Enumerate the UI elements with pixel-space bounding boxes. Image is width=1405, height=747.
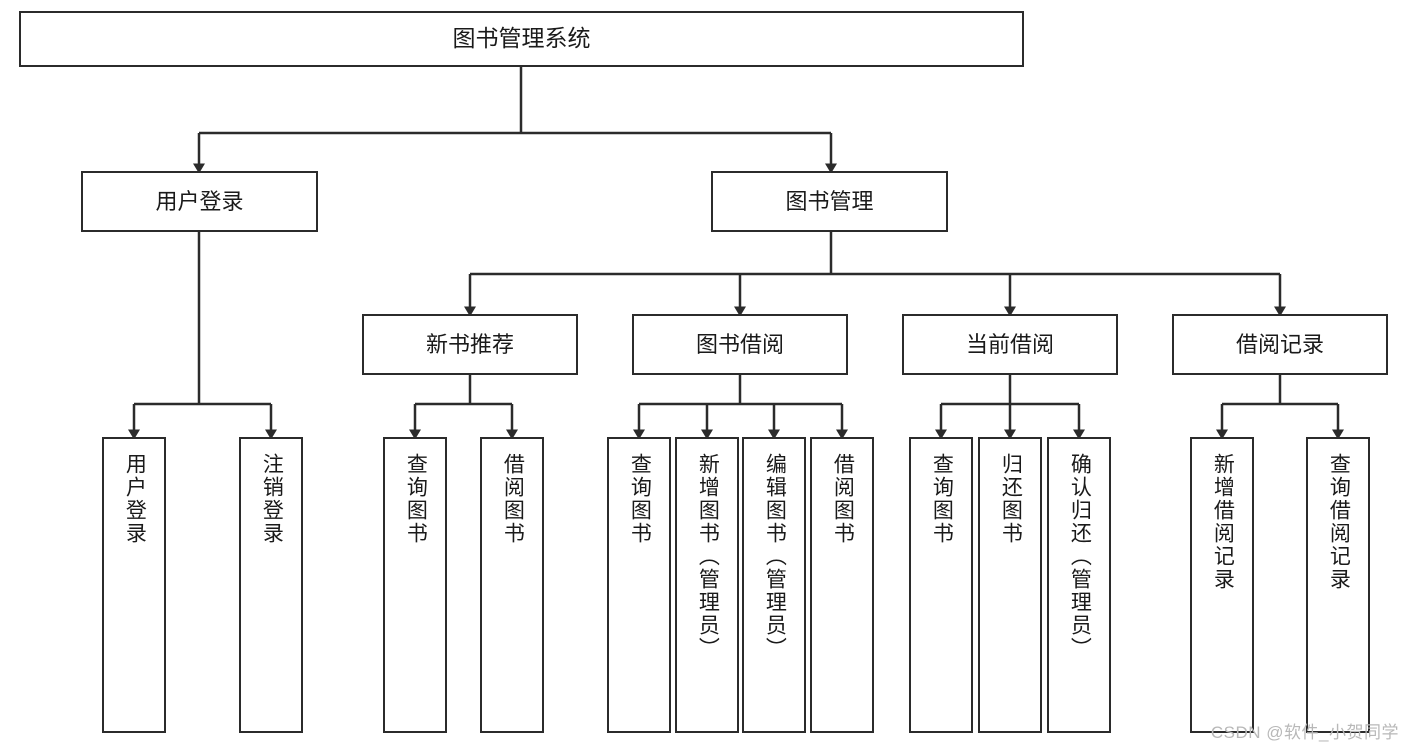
node-label: 新增借阅记录 xyxy=(1211,453,1235,591)
node-current-borrow[interactable]: 当前借阅 xyxy=(902,314,1118,375)
node-label: 查询图书 xyxy=(930,453,954,545)
node-leaf-user-login[interactable]: 用户登录 xyxy=(102,437,166,733)
node-leaf-logout[interactable]: 注销登录 xyxy=(239,437,303,733)
node-leaf-query-book-recommend[interactable]: 查询图书 xyxy=(383,437,447,733)
node-root-book-management-system[interactable]: 图书管理系统 xyxy=(19,11,1024,67)
node-label: 借阅图书 xyxy=(831,453,855,545)
node-leaf-query-book-current[interactable]: 查询图书 xyxy=(909,437,973,733)
node-leaf-borrow-book-recommend[interactable]: 借阅图书 xyxy=(480,437,544,733)
node-book-borrow[interactable]: 图书借阅 xyxy=(632,314,848,375)
watermark: CSDN @软件_小贺同学 xyxy=(1210,723,1399,742)
node-new-book-recommend[interactable]: 新书推荐 xyxy=(362,314,578,375)
node-book-management[interactable]: 图书管理 xyxy=(711,171,948,232)
node-label: 查询借阅记录 xyxy=(1327,453,1351,591)
node-borrow-record[interactable]: 借阅记录 xyxy=(1172,314,1388,375)
node-leaf-query-book-borrow[interactable]: 查询图书 xyxy=(607,437,671,733)
node-label: 编辑图书（管理员） xyxy=(763,453,787,660)
node-label: 查询图书 xyxy=(404,453,428,545)
node-leaf-add-book-admin[interactable]: 新增图书（管理员） xyxy=(675,437,739,733)
node-leaf-confirm-return-admin[interactable]: 确认归还（管理员） xyxy=(1047,437,1111,733)
node-label: 图书借阅 xyxy=(695,331,784,357)
node-label: 用户登录 xyxy=(123,453,147,545)
node-label: 当前借阅 xyxy=(965,331,1054,357)
node-leaf-return-book[interactable]: 归还图书 xyxy=(978,437,1042,733)
node-label: 用户登录 xyxy=(155,188,244,214)
node-label: 注销登录 xyxy=(260,453,284,545)
node-label: 借阅记录 xyxy=(1235,331,1324,357)
node-label: 新书推荐 xyxy=(425,331,514,357)
node-user-login[interactable]: 用户登录 xyxy=(81,171,318,232)
node-label: 查询图书 xyxy=(628,453,652,545)
node-leaf-add-borrow-record[interactable]: 新增借阅记录 xyxy=(1190,437,1254,733)
node-label: 新增图书（管理员） xyxy=(696,453,720,660)
node-leaf-query-borrow-record[interactable]: 查询借阅记录 xyxy=(1306,437,1370,733)
node-label: 借阅图书 xyxy=(501,453,525,545)
node-label: 图书管理系统 xyxy=(452,25,591,52)
node-label: 确认归还（管理员） xyxy=(1068,453,1092,660)
node-label: 归还图书 xyxy=(999,453,1023,545)
node-leaf-borrow-book[interactable]: 借阅图书 xyxy=(810,437,874,733)
node-label: 图书管理 xyxy=(785,188,874,214)
node-leaf-edit-book-admin[interactable]: 编辑图书（管理员） xyxy=(742,437,806,733)
